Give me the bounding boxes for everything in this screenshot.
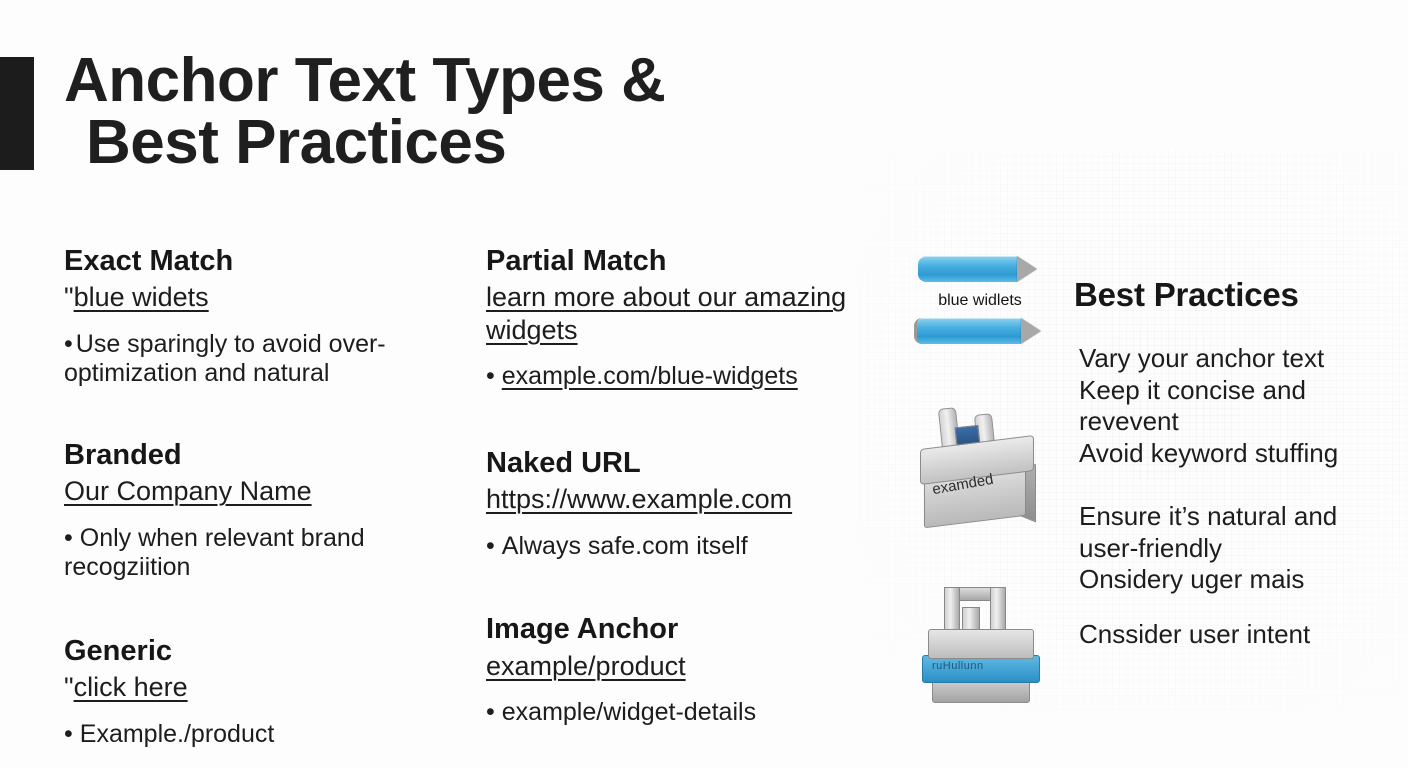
anchor-quote: " [64,672,74,703]
best-practices-group-1: Vary your anchor text Keep it concise an… [1079,343,1404,470]
entry-anchor: example/product [486,650,886,682]
note-text: Example./product [79,719,275,748]
bullet-icon: • [486,362,495,391]
entry-generic: Generic "click here •Example./product [64,635,484,749]
note-text: Only when relevant brand recogziition [64,523,365,582]
cube-base [932,679,1030,703]
bullet-icon: • [486,697,495,726]
best-practice-item: Cnssider user intent [1079,619,1311,649]
entry-heading: Exact Match [64,245,234,277]
cube-prong-right [990,587,1006,633]
bullet-icon: • [64,523,73,552]
cube-prong-left [944,587,960,633]
entry-note: •example/widget-details [486,698,886,728]
grey-toolbox-icon: examded [916,404,1042,529]
best-practice-item: user-friendly [1079,532,1223,563]
column-middle: Partial Match learn more about our amazi… [486,245,886,765]
pencil-label: blue widlets [938,292,1022,309]
accent-bar [0,57,34,170]
note-text: example/widget-details [501,697,757,726]
anchor-link[interactable]: example/product [486,650,686,681]
best-practices-group-3: Cnssider user intent [1079,619,1399,651]
entry-anchor: https://www.example.com [486,483,886,515]
entry-heading: Image Anchor [486,613,679,646]
pencil-body [914,318,1022,344]
entry-heading: Generic [64,634,172,667]
anchor-link[interactable]: https://www.example.com [486,484,793,515]
entry-image-anchor: Image Anchor example/product •example/wi… [486,613,886,727]
entry-heading: Naked URL [486,446,641,479]
entry-branded: Branded Our Company Name •Only when rele… [64,439,484,583]
entry-anchor: Our Company Name [64,475,484,507]
pencil-tip [1021,318,1041,344]
cube-top [928,629,1034,659]
best-practices-group-2: Ensure it’s natural and user-friendly On… [1079,501,1399,596]
entry-heading: Branded [64,438,182,471]
column-left: Exact Match "blue widets •Use sparingly … [64,245,484,768]
entry-anchor: "click here [64,671,484,703]
bullet-icon: • [64,719,73,748]
entry-anchor: learn more about our amazing widgets [486,281,886,346]
pencil-tip [1017,256,1037,282]
best-practice-item: Keep it concise and revevent [1079,374,1306,437]
blue-pencil-pair-icon: blue widlets [912,256,1042,346]
banded-cube-icon: ruHullunn [918,585,1042,705]
entry-anchor: "blue widets [64,281,484,313]
page-title: Anchor Text Types & Best Practices [64,50,824,174]
entry-naked-url: Naked URL https://www.example.com •Alway… [486,447,886,561]
pencil-body [918,256,1018,282]
entry-note: •Always safe.com itself [486,532,886,562]
entry-note: •example.com/blue-widgets [486,362,886,392]
best-practice-item: Avoid keyword stuffing [1079,438,1339,469]
note-text: Always safe.com itself [501,531,748,560]
entry-exact-match: Exact Match "blue widets •Use sparingly … [64,245,484,389]
note-text[interactable]: example.com/blue-widgets [501,362,798,391]
best-practices-title: Best Practices [1074,276,1299,313]
anchor-quote: " [64,282,74,313]
pencil-top-icon [918,256,1040,282]
entry-note: •Example./product [64,720,484,750]
entry-partial-match: Partial Match learn more about our amazi… [486,245,886,392]
entry-note: •Use sparingly to avoid over-optimizatio… [64,330,484,389]
title-line-1: Anchor Text Types & [64,46,666,115]
pencil-bottom-icon [914,318,1042,344]
anchor-link[interactable]: learn more about our amazing widgets [486,282,847,345]
anchor-link[interactable]: click here [73,672,188,703]
anchor-link[interactable]: blue widets [73,282,209,313]
note-text: Use sparingly to avoid over-optimization… [64,329,386,388]
best-practice-item: Vary your anchor text [1079,343,1325,373]
cube-band-label: ruHullunn [932,660,984,672]
bullet-icon: • [486,531,495,560]
anchor-link[interactable]: Our Company Name [64,476,312,507]
title-line-2: Best Practices [86,108,507,177]
entry-note: •Only when relevant brand recogziition [64,524,484,583]
entry-heading: Partial Match [486,245,667,277]
best-practice-item: Ensure it’s natural and [1079,501,1338,531]
bullet-icon: • [64,329,73,358]
best-practice-item: Onsidery uger mais [1079,564,1305,595]
